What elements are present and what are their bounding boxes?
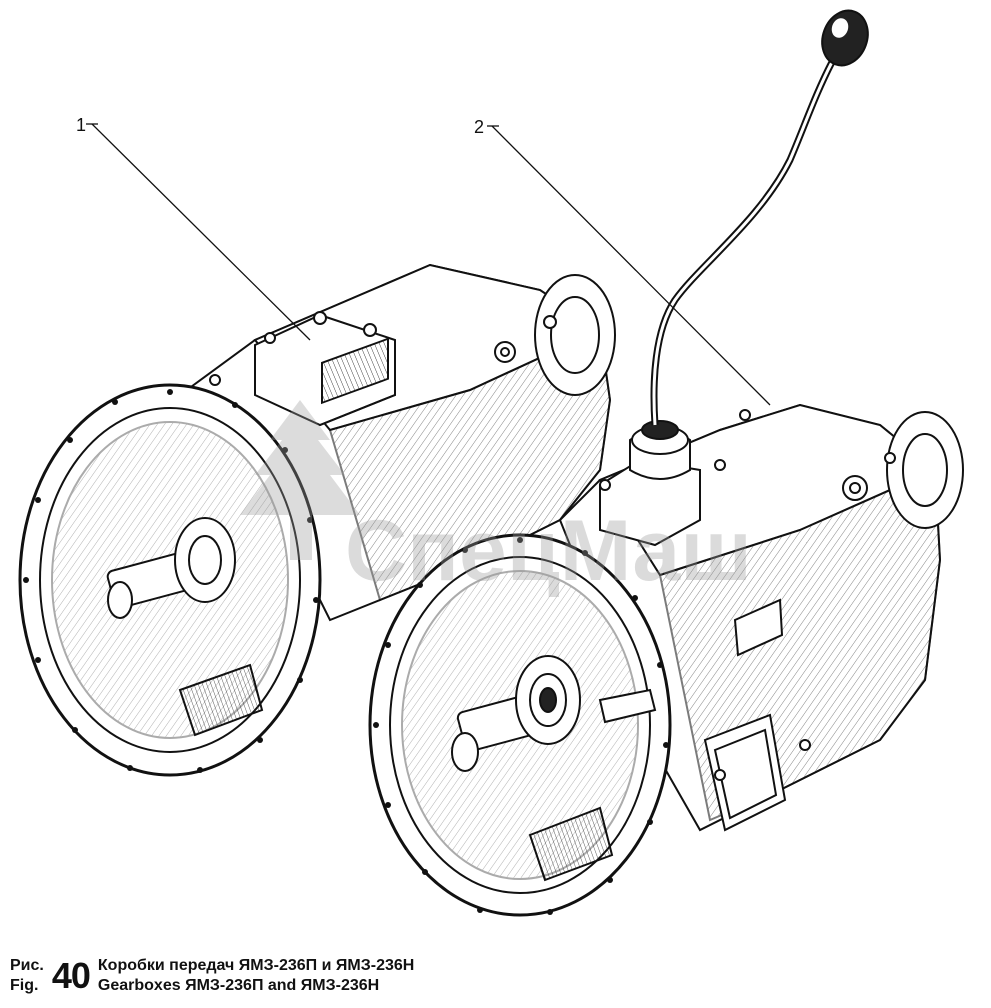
caption-prefix-ru: Рис. [10,957,44,974]
caption-titles: Коробки передач ЯМЗ-236П и ЯМЗ-236Н Gear… [98,956,414,996]
gearbox-2 [368,9,964,917]
caption-prefix: Рис. Fig. [10,956,44,996]
callout-2: 2 [474,117,771,406]
watermark-text: СпецМаш [345,503,752,599]
caption-prefix-en: Fig. [10,977,39,994]
figure-number: 40 [51,955,91,996]
tree-logo-icon [240,400,360,560]
figure-caption: Рис. Fig. 40 Коробки передач ЯМЗ-236П и … [10,952,414,1000]
caption-title-ru: Коробки передач ЯМЗ-236П и ЯМЗ-236Н [97,957,415,974]
gearbox-1 [18,263,616,777]
callout-number: 2 [474,117,484,137]
caption-title-en: Gearboxes ЯМЗ-236П and ЯМЗ-236Н [97,977,380,994]
callout-1: 1 [76,115,311,341]
watermark: СпецМаш [240,400,752,599]
gearbox-illustration: СпецМаш 1 2 [18,9,964,917]
callout-number: 1 [76,115,86,135]
